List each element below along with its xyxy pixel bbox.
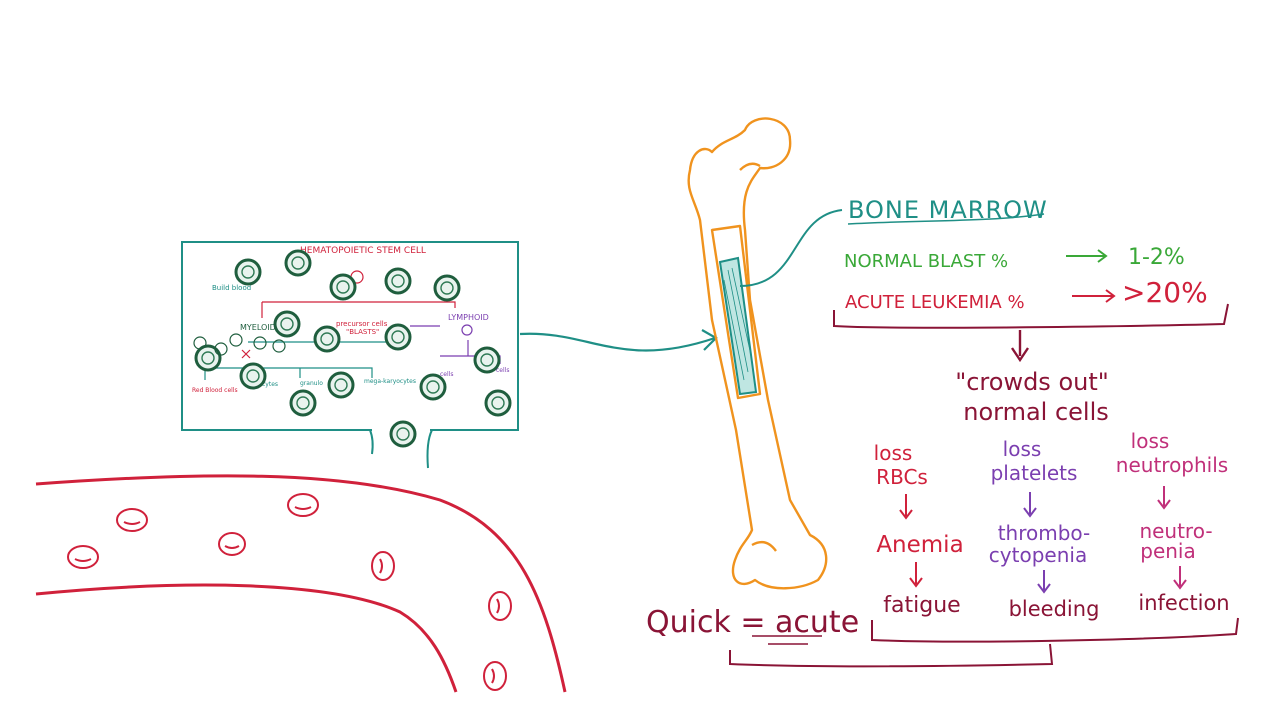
- fatigue-label: fatigue: [883, 593, 960, 618]
- stem-cell: [419, 373, 447, 401]
- normal-blast-label: NORMAL BLAST %: [844, 251, 1008, 272]
- precursor-cell: [253, 336, 267, 350]
- bleeding-label: bleeding: [1009, 597, 1100, 621]
- hematopoiesis-inset: HEMATOPOIETIC STEM CELL Build blood MYEL…: [181, 241, 519, 469]
- inset-to-bone-arrow: [519, 329, 718, 352]
- quick-acute-label: Quick = acute: [646, 605, 859, 640]
- inset-precursor: precursor cells: [336, 320, 388, 328]
- red-blood-cell: [371, 551, 395, 581]
- penia-label: penia: [1140, 539, 1196, 563]
- red-blood-cell: [483, 661, 507, 691]
- femur-bone: [687, 117, 828, 590]
- inset-title: HEMATOPOIETIC STEM CELL: [300, 246, 426, 256]
- red-blood-cell: [67, 545, 99, 569]
- stem-cell: [284, 249, 312, 277]
- inset-cells-b: cells: [440, 371, 453, 378]
- stem-cell: [384, 267, 412, 295]
- inset-blasts: "BLASTS": [346, 328, 379, 336]
- stem-cell: [389, 420, 417, 448]
- loss-platelets-loss: loss: [1003, 437, 1042, 461]
- bone-marrow-underline: [847, 213, 1045, 225]
- quick-bracket: [729, 643, 1054, 668]
- lymphoid-cell: [461, 324, 473, 336]
- effects-bracket: [871, 617, 1239, 643]
- red-blood-cell: [116, 508, 148, 532]
- acute-bracket: [833, 303, 1229, 329]
- crowds-arrow: [1011, 330, 1029, 363]
- precursor-cell: [272, 339, 286, 353]
- column-neutrophils: loss neutrophils neutro- penia infection: [1116, 429, 1230, 615]
- column-platelets: loss platelets thrombo- cytopenia bleedi…: [989, 437, 1100, 621]
- marrow-pointer-line: [739, 209, 843, 287]
- acute-leukemia-label: ACUTE LEUKEMIA %: [845, 292, 1025, 313]
- precursor-cell: [193, 336, 207, 350]
- inset-cytes: cytes: [262, 381, 278, 388]
- red-blood-cells: [67, 493, 512, 691]
- normal-blast-arrow: [1066, 249, 1108, 263]
- bone-marrow-cavity: [718, 256, 758, 396]
- stem-cell: [313, 325, 341, 353]
- infection-label: infection: [1138, 591, 1229, 615]
- precursor-cell: [229, 333, 243, 347]
- inset-megakaryocytes: mega-karyocytes: [364, 378, 416, 385]
- inset-build-blood: Build blood: [212, 284, 251, 292]
- thrombo-label: thrombo-: [998, 521, 1091, 545]
- stem-cell: [329, 273, 357, 301]
- acute-leukemia-value: >20%: [1122, 276, 1208, 309]
- red-blood-cell: [218, 532, 246, 556]
- neutro-label: neutro-: [1139, 519, 1212, 543]
- stem-cell: [273, 310, 301, 338]
- stem-cell: [289, 389, 317, 417]
- bone-marrow-title: BONE MARROW: [848, 196, 1048, 224]
- stem-cell: [384, 323, 412, 351]
- column-rbcs: loss RBCs Anemia fatigue: [874, 441, 964, 618]
- acute-leukemia-arrow: [1072, 289, 1116, 303]
- red-blood-cell: [488, 591, 512, 621]
- loss-rbcs-loss: loss: [874, 441, 913, 465]
- cytopenia-label: cytopenia: [989, 543, 1087, 567]
- blood-vessel: [35, 474, 567, 693]
- inset-lymphoid: LYMPHOID: [448, 313, 489, 322]
- loss-platelets-what: platelets: [991, 461, 1078, 485]
- inset-red-blood-cells: Red Blood cells: [192, 387, 238, 394]
- loss-neutrophils-loss: loss: [1131, 429, 1170, 453]
- quick-acute-underline: [752, 635, 822, 645]
- stem-cells: [193, 249, 512, 448]
- inset-granulo: granulo: [300, 380, 323, 387]
- stem-cell: [484, 389, 512, 417]
- loss-neutrophils-what: neutrophils: [1116, 453, 1228, 477]
- crowds-out-line2: normal cells: [963, 398, 1109, 426]
- stem-cell: [433, 274, 461, 302]
- red-blood-cell: [287, 493, 319, 517]
- normal-blast-value: 1-2%: [1128, 245, 1185, 270]
- inset-myeloid: MYELOID: [240, 323, 276, 332]
- crowds-out-line1: "crowds out": [955, 368, 1109, 396]
- stem-cell: [327, 371, 355, 399]
- inset-cells-t: cells: [496, 367, 509, 374]
- stem-cell: [239, 362, 267, 390]
- loss-rbcs-what: RBCs: [876, 465, 928, 489]
- stem-cell: [234, 258, 262, 286]
- precursor-cell: [214, 342, 228, 356]
- stem-cell: [473, 346, 501, 374]
- stem-cell: [194, 344, 222, 372]
- anemia-label: Anemia: [876, 532, 963, 558]
